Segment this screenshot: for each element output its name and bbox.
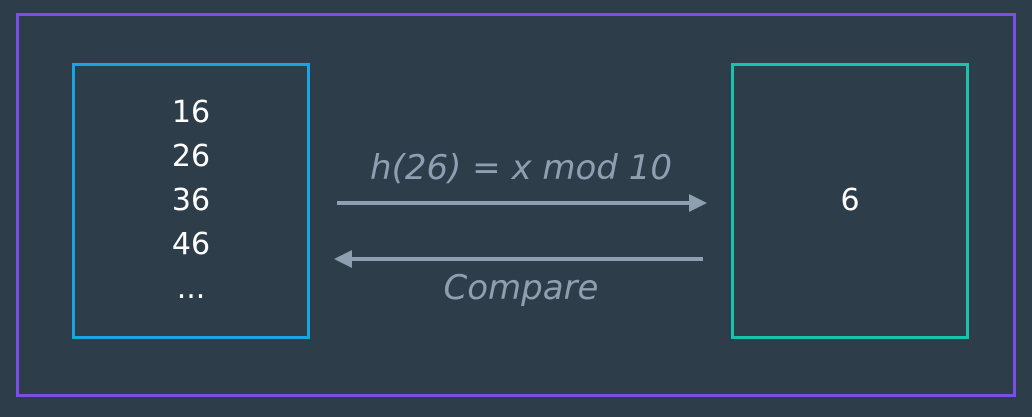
- compare-label: Compare: [443, 268, 599, 308]
- input-key: 26: [171, 139, 211, 174]
- hash-output-box: 6: [731, 63, 969, 339]
- input-key: 36: [171, 183, 211, 218]
- input-keys-box: 16 26 36 46 ...: [72, 63, 310, 339]
- input-key-ellipsis: ...: [176, 271, 206, 306]
- outer-frame: [16, 13, 1016, 397]
- input-key: 46: [171, 227, 211, 262]
- hash-output-value: 6: [840, 183, 860, 218]
- hash-function-label: h(26) = x mod 10: [370, 148, 672, 188]
- input-keys-list: 16 26 36 46 ...: [172, 91, 210, 311]
- input-key: 16: [171, 95, 211, 130]
